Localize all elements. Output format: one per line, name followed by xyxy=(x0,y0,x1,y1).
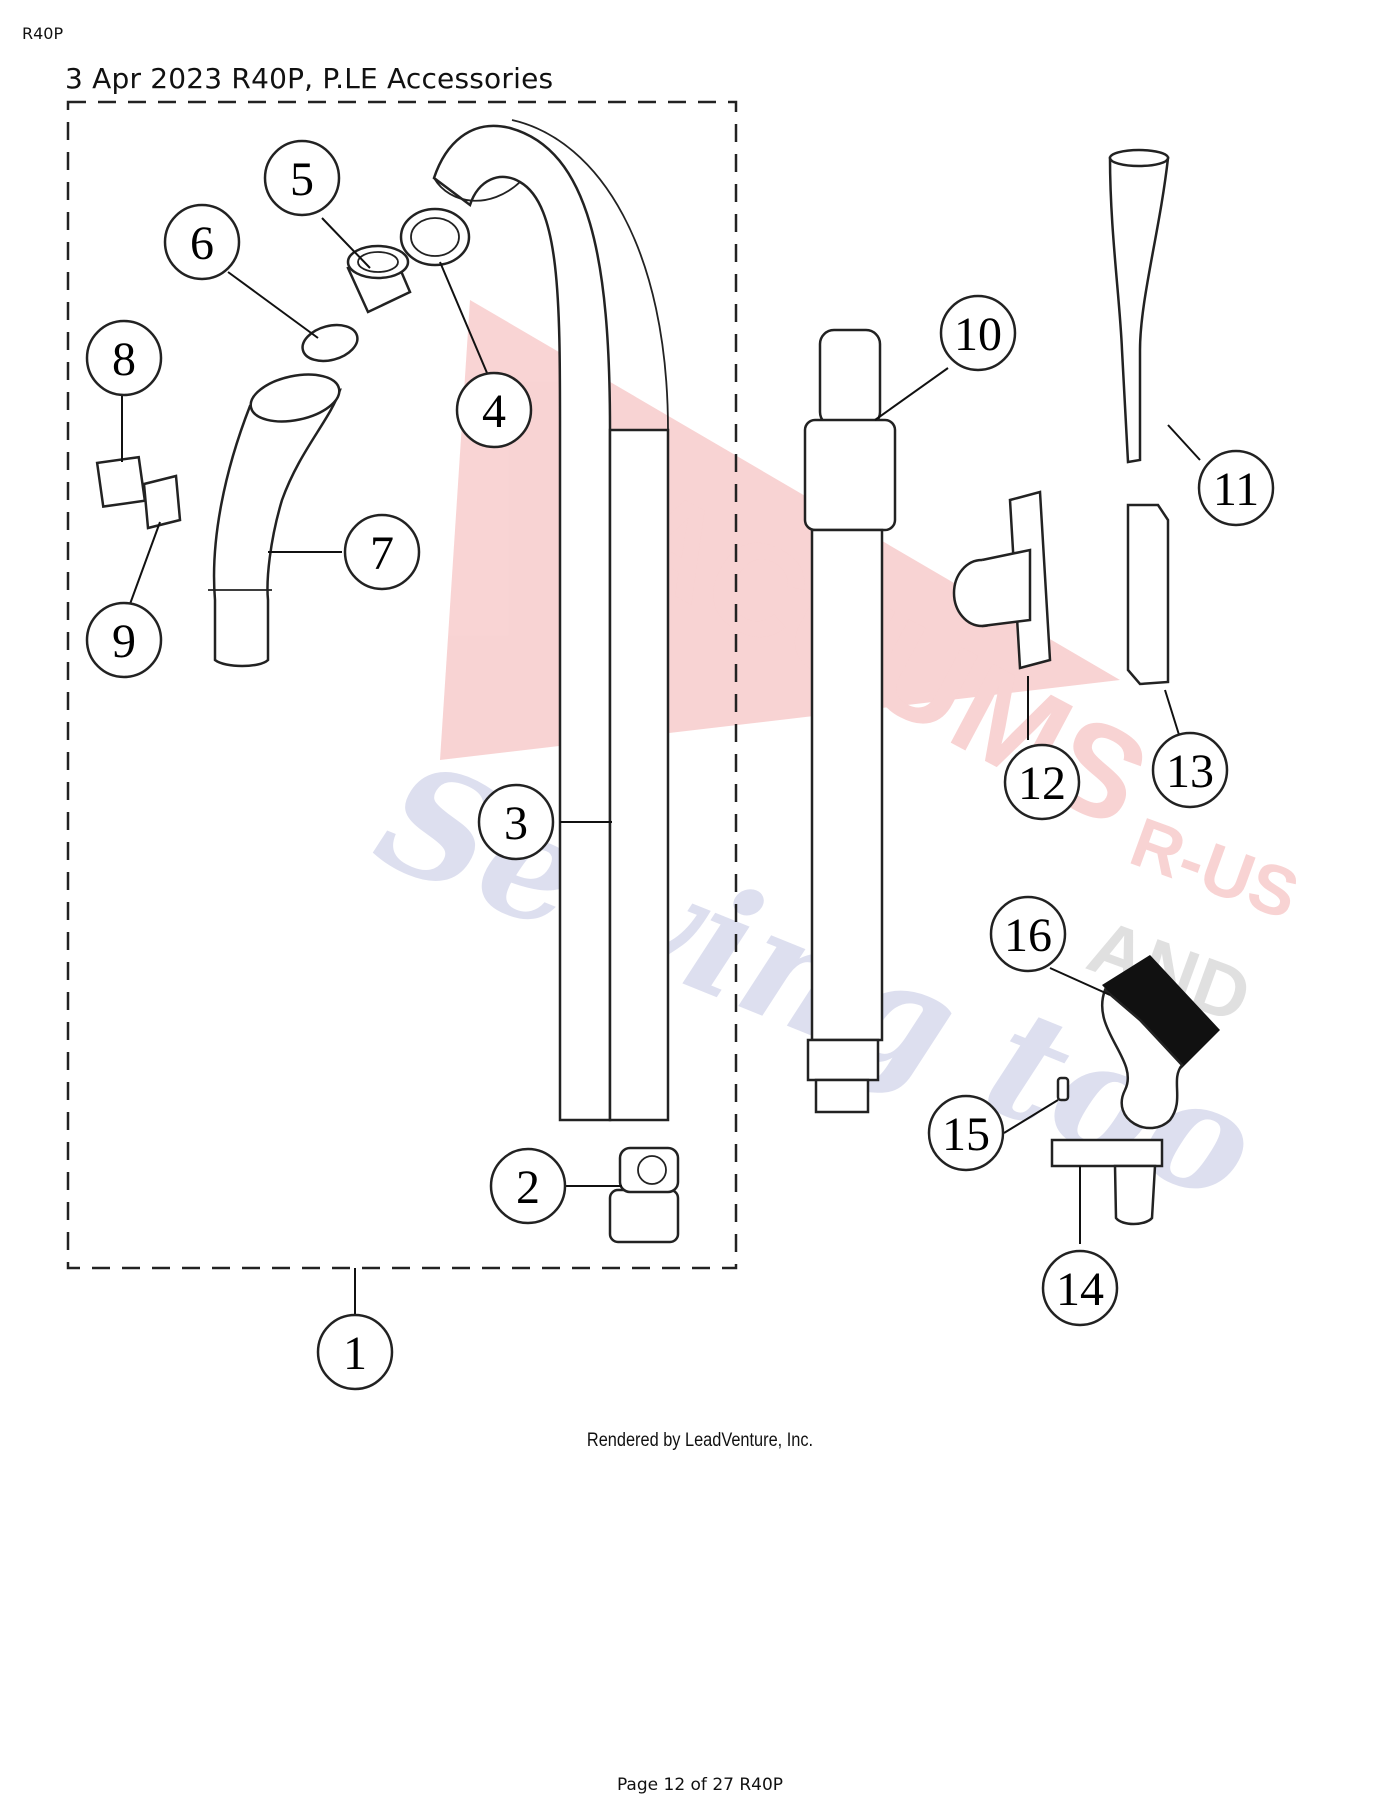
part-11-crevice-tool xyxy=(1108,148,1170,464)
callout-5: 5 xyxy=(263,139,341,217)
corner-label: R40P xyxy=(22,24,64,43)
callout-2-label: 2 xyxy=(516,1161,540,1214)
callout-7: 7 xyxy=(343,513,421,591)
callout-16: 16 xyxy=(989,895,1067,973)
callout-15: 15 xyxy=(927,1094,1005,1172)
part-16-brush xyxy=(1101,955,1220,1130)
part-6-oring xyxy=(301,323,359,363)
callout-15-label: 15 xyxy=(942,1108,990,1161)
callout-4-label: 4 xyxy=(482,385,506,438)
part-8-clip xyxy=(95,455,147,508)
callout-12: 12 xyxy=(1003,743,1081,821)
callout-1-label: 1 xyxy=(343,1327,367,1380)
part-10-telescopic-wand xyxy=(803,328,897,1114)
callout-3-label: 3 xyxy=(504,797,528,850)
part-4-ring xyxy=(399,207,471,267)
part-7-handle xyxy=(208,373,342,668)
callout-2: 2 xyxy=(489,1147,567,1225)
part-3-wand xyxy=(432,119,670,1122)
part-5-nut xyxy=(346,244,412,314)
part-2-swivel xyxy=(608,1146,680,1244)
part-14-adapter xyxy=(1050,1138,1164,1226)
callout-11: 11 xyxy=(1197,449,1275,527)
callout-11-label: 11 xyxy=(1213,463,1259,516)
callout-10: 10 xyxy=(939,294,1017,372)
part-12-nozzle xyxy=(952,490,1052,670)
callout-6-label: 6 xyxy=(190,217,214,270)
callout-6: 6 xyxy=(163,203,241,281)
callout-14: 14 xyxy=(1041,1249,1119,1327)
callout-12-label: 12 xyxy=(1018,757,1066,810)
watermark-r-us: R-US xyxy=(1121,802,1308,934)
assembly-box xyxy=(66,100,738,1270)
callout-9-label: 9 xyxy=(112,615,136,668)
part-9-clip xyxy=(142,474,182,530)
callout-13: 13 xyxy=(1151,731,1229,809)
callout-13-label: 13 xyxy=(1166,745,1214,798)
callout-8-label: 8 xyxy=(112,333,136,386)
callout-3: 3 xyxy=(477,783,555,861)
page-title: 3 Apr 2023 R40P, P.LE Accessories xyxy=(65,62,554,95)
callout-4: 4 xyxy=(455,371,533,449)
callout-1: 1 xyxy=(316,1313,394,1391)
callout-7-label: 7 xyxy=(370,527,394,580)
callout-9: 9 xyxy=(85,601,163,679)
callout-16-label: 16 xyxy=(1004,909,1052,962)
callouts: 1 2 3 4 5 6 7 8 9 10 11 12 13 14 15 16 xyxy=(85,139,1275,1391)
part-13-brush-strip xyxy=(1126,503,1170,686)
callout-5-label: 5 xyxy=(290,153,314,206)
callout-8: 8 xyxy=(85,319,163,397)
render-credit: Rendered by LeadVenture, Inc. xyxy=(586,1430,814,1451)
page-footer: Page 12 of 27 R40P xyxy=(616,1775,784,1795)
callout-14-label: 14 xyxy=(1056,1263,1104,1316)
callout-10-label: 10 xyxy=(954,308,1002,361)
part-15-pin xyxy=(1056,1076,1070,1102)
leader-lines xyxy=(121,217,1201,1316)
